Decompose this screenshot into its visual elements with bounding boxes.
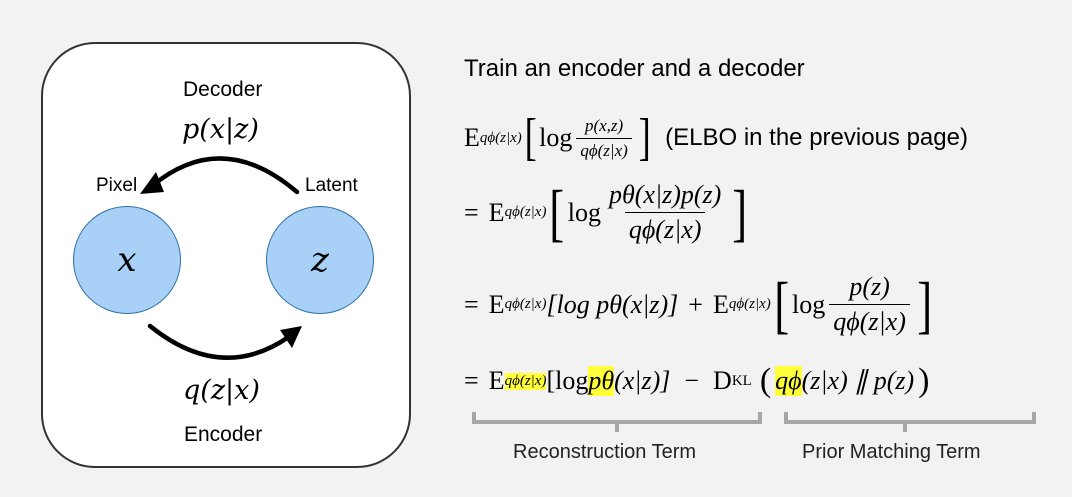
expectation-symbol: E: [488, 366, 505, 395]
equations-title: Train an encoder and a decoder: [464, 55, 805, 82]
expectation-subscript: qϕ(z|x): [479, 129, 522, 146]
fraction: p(x,z) qϕ(z|x): [576, 115, 632, 161]
expectation-subscript: qϕ(z|x): [504, 204, 547, 220]
pixel-label: Pixel: [96, 175, 138, 196]
decoder-arrow: [149, 156, 300, 195]
equation-line-3: = E qϕ(z|x) [log pθ(x|z)] + E qϕ(z|x) [ …: [464, 272, 935, 337]
equals-sign: =: [464, 366, 479, 395]
equation-line-2: = E qϕ(z|x) [ log pθ(x|z)p(z) qϕ(z|x) ]: [464, 180, 751, 245]
expectation-symbol: E: [464, 123, 480, 152]
expectation-symbol-2: E: [712, 289, 729, 319]
equation-line-1: E qϕ(z|x) [ log p(x,z) qϕ(z|x) ] (ELBO i…: [464, 112, 968, 164]
bracket-close: ]: [917, 268, 932, 340]
expectation-symbol: E: [488, 197, 505, 227]
expectation-subscript-highlighted: qϕ(z|x): [504, 372, 547, 390]
prior-brace: [784, 412, 1036, 432]
elbo-note: (ELBO in the previous page): [665, 124, 968, 151]
fraction-numerator: pθ(x|z)p(z): [608, 180, 722, 209]
fraction-numerator: p(z): [849, 272, 890, 301]
fraction-numerator: p(x,z): [584, 115, 624, 135]
fraction-denominator: qϕ(z|x): [576, 137, 632, 161]
equals-sign: =: [464, 197, 479, 227]
bracket-open: [: [524, 109, 537, 166]
log-rest: (x|z)]: [614, 366, 671, 395]
reconstruction-brace: [472, 412, 762, 432]
latent-label: Latent: [305, 175, 358, 196]
log-text: log: [539, 123, 573, 152]
z-node-label: z: [311, 240, 329, 280]
bracket-open: [: [549, 176, 565, 248]
encoder-label: Encoder: [184, 423, 263, 446]
z-node: z: [266, 206, 374, 314]
encoder-arrow: [147, 323, 293, 360]
dkl-symbol: D: [713, 366, 732, 395]
bracket-close: ]: [638, 109, 651, 166]
log-text: log: [567, 197, 601, 227]
bracket-open: [: [773, 268, 789, 340]
fraction-denominator: qϕ(z|x): [829, 304, 910, 337]
encoder-q-phi-highlighted: qϕ: [775, 366, 802, 396]
dkl-subscript: KL: [731, 372, 752, 389]
log-open: [log: [546, 366, 589, 395]
decoder-formula: p(x|z): [182, 114, 259, 145]
expectation-symbol: E: [488, 289, 505, 319]
encoder-formula: q(z|x): [183, 375, 260, 406]
expectation-subscript: qϕ(z|x): [504, 296, 547, 312]
log-text: log: [792, 289, 826, 319]
minus-sign: −: [684, 366, 700, 395]
bracket-close: ]: [732, 176, 748, 248]
fraction-denominator: qϕ(z|x): [624, 212, 706, 245]
equals-sign: =: [464, 289, 479, 319]
decoder-arrowhead: [140, 172, 164, 194]
paren-close: ): [918, 362, 930, 399]
kl-rest: (z|x) ∥ p(z): [801, 366, 915, 395]
x-node: x: [73, 206, 181, 314]
prior-matching-term-label: Prior Matching Term: [802, 441, 981, 463]
fraction: p(z) qϕ(z|x): [829, 272, 910, 337]
decoder-p-theta-highlighted: pθ: [588, 366, 615, 396]
encoder-arrowhead: [280, 326, 302, 348]
paren-open: (: [759, 362, 772, 399]
decoder-label: Decoder: [183, 78, 263, 101]
expectation-subscript-2: qϕ(z|x): [728, 296, 771, 312]
equation-line-4: = E qϕ(z|x) [log pθ (x|z)] − D KL ( qϕ (…: [464, 362, 930, 400]
plus-sign: +: [688, 289, 703, 319]
reconstruction-expression: [log pθ(x|z)]: [546, 289, 679, 319]
fraction: pθ(x|z)p(z) qϕ(z|x): [605, 180, 725, 245]
reconstruction-term-label: Reconstruction Term: [513, 441, 697, 463]
x-node-label: x: [117, 240, 137, 280]
